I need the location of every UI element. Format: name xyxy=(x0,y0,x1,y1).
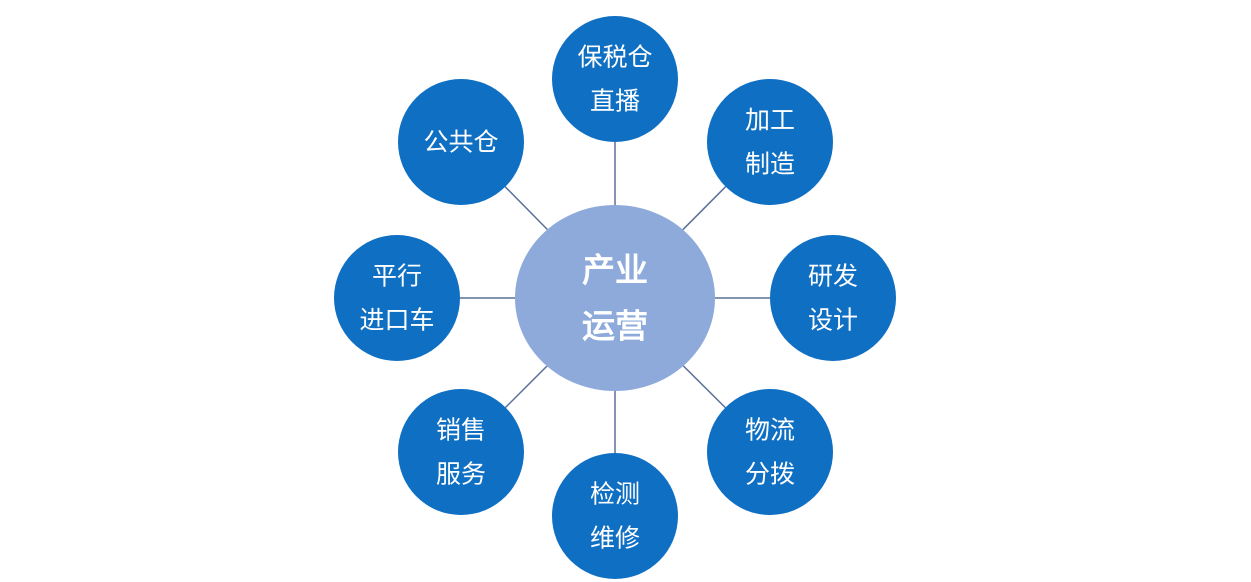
node-circle xyxy=(552,16,678,142)
node-circle xyxy=(707,389,833,515)
node-label-line-1: 平行 xyxy=(372,262,422,291)
node-label-line-1: 检测 xyxy=(590,480,640,509)
node-label-line-1: 保税仓 xyxy=(577,43,652,72)
node-circle xyxy=(552,453,678,579)
node-label-line-2: 服务 xyxy=(436,460,486,489)
node-label-line-2: 进口车 xyxy=(359,306,434,335)
node-circle xyxy=(770,235,896,361)
hub-circle xyxy=(515,205,715,391)
node-circle xyxy=(398,79,524,205)
node-label-line-2: 直播 xyxy=(590,87,640,116)
connector-line-sales-service xyxy=(505,365,548,408)
connector-line-public-warehouse xyxy=(504,186,548,231)
connector-line-logistics-distribution xyxy=(682,365,726,409)
connector-lines xyxy=(460,142,770,453)
node-label-line-1: 加工 xyxy=(745,106,795,135)
hub-node-industry-operation: 产业 运营 xyxy=(515,205,715,391)
node-label-line-1: 研发 xyxy=(808,262,858,291)
node-circle xyxy=(707,79,833,205)
node-label-line-2: 设计 xyxy=(808,306,858,335)
node-label-line-1: 销售 xyxy=(436,416,486,445)
hub-label-line-2: 运营 xyxy=(582,307,648,346)
node-label-line-2: 分拨 xyxy=(745,460,795,489)
node-label-line-1: 物流 xyxy=(745,416,795,445)
node-circle xyxy=(334,235,460,361)
node-label-line-2: 维修 xyxy=(590,524,640,553)
node-label-line-2: 制造 xyxy=(745,150,795,179)
hub-label-line-1: 产业 xyxy=(582,251,648,290)
connector-line-processing-manufacturing xyxy=(682,186,727,231)
node-public-warehouse: 公共仓 xyxy=(398,79,524,205)
node-label-line-1: 公共仓 xyxy=(423,128,498,157)
node-circle xyxy=(398,389,524,515)
